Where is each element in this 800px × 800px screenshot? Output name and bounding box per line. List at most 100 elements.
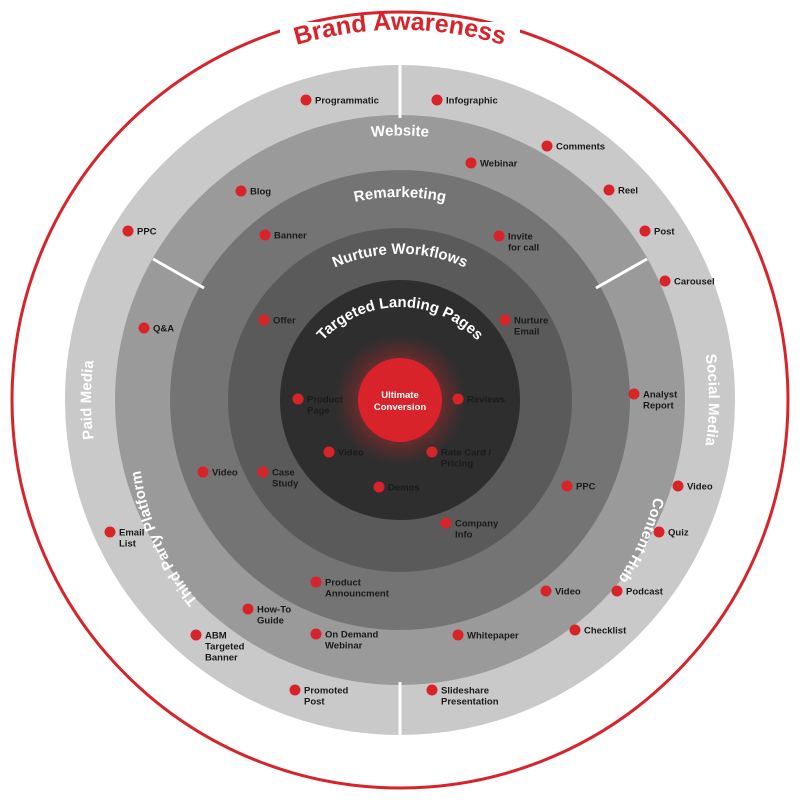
red-dot-icon bbox=[104, 526, 116, 538]
label-programmatic: Programmatic bbox=[300, 94, 379, 107]
paid-media-title: Paid Media bbox=[78, 359, 98, 441]
red-dot-icon bbox=[310, 628, 322, 640]
segment-dividers bbox=[152, 65, 648, 735]
channel-label-text: Banner bbox=[205, 653, 238, 664]
label-video-hub: Video bbox=[540, 585, 581, 598]
channel-label-text: Infographic bbox=[446, 96, 498, 107]
red-dot-icon bbox=[300, 94, 312, 106]
label-ppc-hub: PPC bbox=[561, 480, 596, 493]
label-carousel: Carousel bbox=[659, 275, 715, 288]
red-dot-icon bbox=[672, 480, 684, 492]
label-ratecard: Rate Card /Pricing bbox=[426, 446, 492, 470]
red-dot-icon bbox=[452, 393, 464, 405]
channel-label-text: Guide bbox=[257, 616, 284, 627]
channel-label-text: Checklist bbox=[584, 626, 627, 637]
label-reviews: Reviews bbox=[452, 393, 505, 406]
label-video-3p: Video bbox=[197, 466, 238, 479]
channel-label-text: Webinar bbox=[480, 159, 518, 170]
red-dot-icon bbox=[242, 603, 254, 615]
label-video-core: Video bbox=[323, 446, 364, 459]
red-dot-icon bbox=[440, 517, 452, 529]
channel-label-text: Podcast bbox=[626, 587, 664, 598]
channel-label-text: On Demand bbox=[325, 630, 379, 641]
label-podcast: Podcast bbox=[611, 585, 664, 598]
channel-label-text: Post bbox=[654, 227, 675, 238]
channel-label-text: Study bbox=[272, 479, 299, 490]
channel-label-text: Invite bbox=[508, 232, 533, 243]
channel-label-text: Video bbox=[555, 587, 581, 598]
channel-label-text: Slideshare bbox=[441, 686, 489, 697]
channel-label-text: Analyst bbox=[643, 390, 678, 401]
channel-label-text: Page bbox=[307, 406, 330, 417]
channel-label-text: ABM bbox=[205, 631, 227, 642]
channel-label-text: Comments bbox=[556, 142, 605, 153]
channel-label-text: Reviews bbox=[467, 395, 505, 406]
channel-label-text: Video bbox=[212, 468, 238, 479]
channel-label-text: Report bbox=[643, 401, 674, 412]
channel-label-text: Product bbox=[325, 578, 362, 589]
channel-label-text: Carousel bbox=[674, 277, 715, 288]
channel-label-text: Nurture bbox=[514, 316, 548, 327]
red-dot-icon bbox=[659, 275, 671, 287]
red-dot-icon bbox=[541, 140, 553, 152]
red-dot-icon bbox=[493, 230, 505, 242]
label-checklist: Checklist bbox=[569, 624, 627, 637]
social-media-title: Social Media bbox=[702, 353, 722, 448]
title-backdrop bbox=[280, 22, 520, 62]
red-dot-icon bbox=[122, 225, 134, 237]
red-dot-icon bbox=[628, 388, 640, 400]
channel-label-text: Programmatic bbox=[315, 96, 379, 107]
red-dot-icon bbox=[569, 624, 581, 636]
label-qa: Q&A bbox=[138, 322, 174, 335]
channel-label-text: Email bbox=[119, 528, 144, 539]
channel-label-text: Post bbox=[304, 697, 325, 708]
red-dot-icon bbox=[257, 466, 269, 478]
red-dot-icon bbox=[323, 446, 335, 458]
red-dot-icon bbox=[465, 157, 477, 169]
red-dot-icon bbox=[653, 526, 665, 538]
label-offer: Offer bbox=[258, 314, 296, 327]
channel-label-text: Rate Card / bbox=[441, 448, 492, 459]
channel-label-text: Targeted bbox=[205, 642, 245, 653]
red-dot-icon bbox=[426, 446, 438, 458]
label-quiz: Quiz bbox=[653, 526, 689, 539]
channel-label-text: Quiz bbox=[668, 528, 689, 539]
label-banner: Banner bbox=[259, 229, 307, 242]
label-webinar: Webinar bbox=[465, 157, 518, 170]
red-dot-icon bbox=[292, 393, 304, 405]
red-dot-icon bbox=[310, 576, 322, 588]
channel-label-text: Promoted bbox=[304, 686, 349, 697]
label-blog: Blog bbox=[235, 185, 271, 198]
center-line-2: Conversion bbox=[374, 402, 426, 413]
red-dot-icon bbox=[561, 480, 573, 492]
channel-label-text: Company bbox=[455, 519, 499, 530]
center-circle bbox=[358, 358, 442, 442]
channel-label-text: Q&A bbox=[153, 324, 174, 335]
channel-label-text: Banner bbox=[274, 231, 307, 242]
channel-labels: Programmatic Infographic Comments Webina… bbox=[104, 94, 715, 708]
channel-label-text: Email bbox=[514, 327, 539, 338]
label-comments: Comments bbox=[541, 140, 605, 153]
red-dot-icon bbox=[499, 314, 511, 326]
red-dot-icon bbox=[426, 684, 438, 696]
channel-label-text: Announcment bbox=[325, 589, 390, 600]
channel-label-text: PPC bbox=[576, 482, 596, 493]
red-dot-icon bbox=[452, 629, 464, 641]
red-dot-icon bbox=[373, 481, 385, 493]
label-whitepaper: Whitepaper bbox=[452, 629, 519, 642]
channel-label-text: for call bbox=[508, 243, 539, 254]
center-line-1: Ultimate bbox=[381, 390, 418, 401]
channel-label-text: Webinar bbox=[325, 641, 363, 652]
label-ppc-paid: PPC bbox=[122, 225, 157, 238]
